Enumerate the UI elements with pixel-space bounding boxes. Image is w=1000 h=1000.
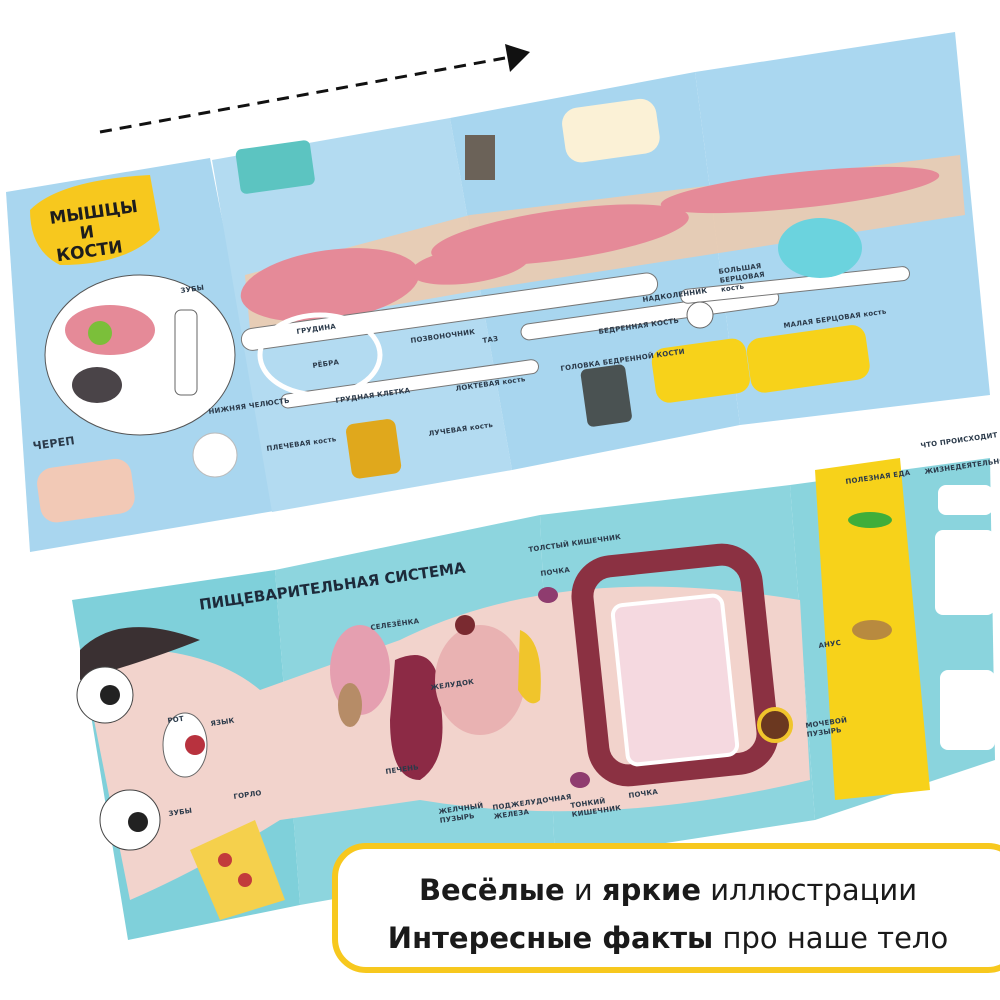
stomach (435, 625, 525, 735)
promo-caption: Весёлые и яркие иллюстрации Интересные ф… (332, 843, 1000, 973)
caption-line-2: Интересные факты про наше тело (338, 921, 998, 955)
liver (390, 655, 443, 780)
eye (88, 321, 112, 345)
caption-bold: Весёлые (418, 873, 565, 907)
caption-line-1: Весёлые и яркие иллюстрации (338, 873, 998, 907)
caption-bold: яркие (602, 873, 702, 907)
caption-text: иллюстрации (701, 873, 918, 907)
skull-hole (72, 367, 122, 403)
top-book-spread (6, 32, 990, 552)
title-badge (30, 175, 160, 265)
bottom-book-spread (72, 458, 995, 940)
page-title-muscles-bones: МЫШЦЫ И КОСТИ (48, 196, 140, 267)
caption-bold: Интересные факты (387, 921, 714, 955)
skull (44, 274, 236, 436)
caption-text: про наше тело (713, 921, 949, 955)
dashed-arrow-right-icon (99, 44, 530, 134)
caption-text: и (564, 873, 602, 907)
